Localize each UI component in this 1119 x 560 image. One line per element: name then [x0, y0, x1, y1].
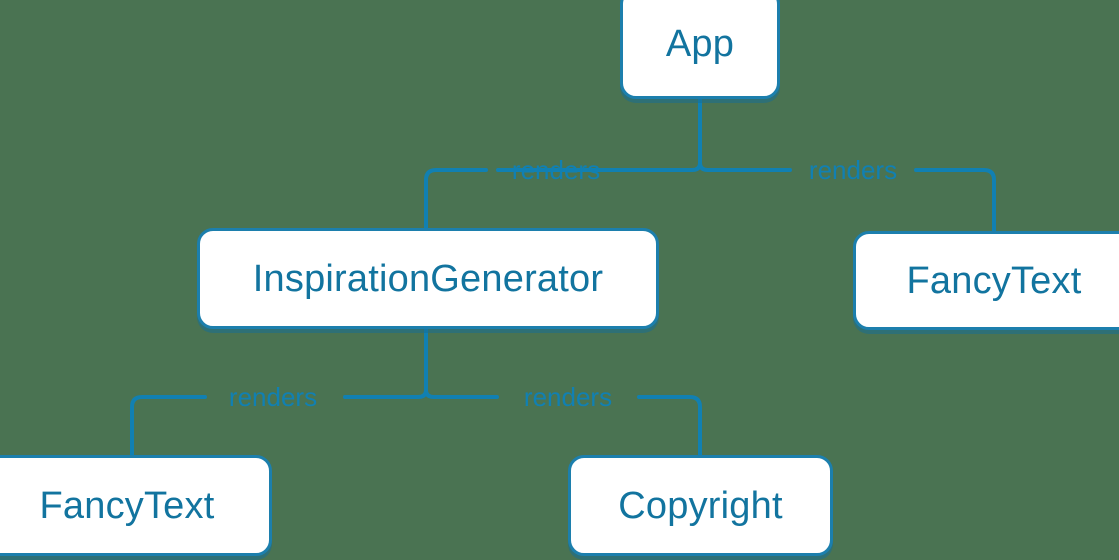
edge-inspgen-to-fancytext-left: [343, 388, 428, 399]
node-fancy-text-left[interactable]: FancyText: [0, 455, 272, 556]
edge-label-app-to-fancy-text-right: renders: [808, 155, 898, 185]
edge-label-app-to-inspiration-generator: renders: [511, 155, 601, 185]
node-app-label: App: [665, 22, 735, 65]
node-inspiration-generator-label: InspirationGenerator: [252, 257, 604, 300]
edge-label-inspiration-generator-to-fancy-text-left: renders: [228, 382, 318, 412]
edge-app-to-inspgen-tail: [424, 168, 488, 230]
edge-inspgen-to-copyright: [424, 388, 499, 399]
edge-app-to-fancytext-right: [698, 161, 792, 172]
edge-label-inspiration-generator-to-copyright: renders: [523, 382, 613, 412]
node-fancy-text-right-label: FancyText: [906, 259, 1082, 302]
node-copyright-label: Copyright: [618, 484, 783, 527]
edge-app-to-fancytext-right-tail: [914, 168, 996, 233]
node-fancy-text-right[interactable]: FancyText: [853, 231, 1119, 330]
edge-inspgen-to-copyright-tail: [637, 395, 702, 457]
node-app[interactable]: App: [620, 0, 780, 99]
node-fancy-text-left-label: FancyText: [39, 484, 215, 527]
node-copyright[interactable]: Copyright: [568, 455, 833, 556]
node-inspiration-generator[interactable]: InspirationGenerator: [197, 228, 659, 329]
edge-inspgen-to-fancytext-left-tail: [130, 395, 207, 457]
